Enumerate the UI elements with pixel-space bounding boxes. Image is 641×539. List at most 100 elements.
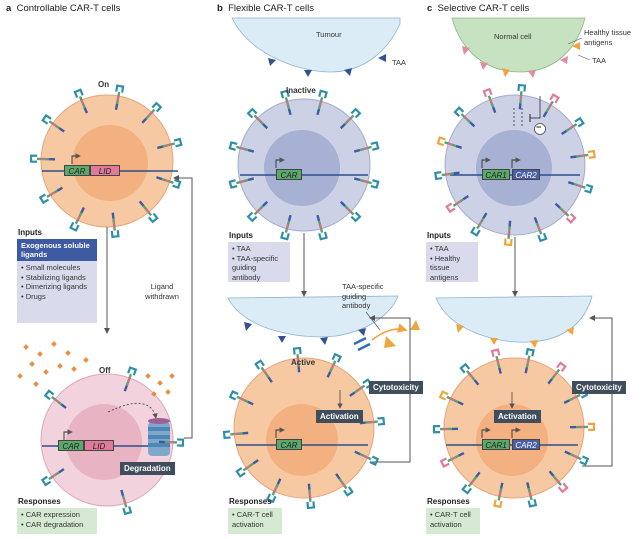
gene-car-b2: CAR	[276, 439, 302, 450]
car-receptor-icon	[73, 88, 89, 114]
panel-b-title: b Flexible CAR-T cells	[217, 3, 314, 14]
car-receptor-icon	[222, 430, 249, 440]
on-nucleus	[72, 125, 148, 201]
car-receptor-icon	[110, 212, 120, 239]
tumour-shape	[231, 17, 401, 73]
gene-car2-c2: CAR2	[512, 439, 540, 450]
inhibition-symbol: −	[536, 122, 542, 132]
input-item-c: TAA	[430, 244, 474, 254]
responses-header-a: Responses	[18, 497, 61, 506]
pointer-taa-c	[577, 54, 591, 61]
car-receptor-icon	[354, 450, 380, 466]
promoter-arrow-b2	[275, 427, 285, 438]
car-receptor-icon	[43, 389, 67, 409]
response-item-a: CAR degradation	[21, 520, 93, 530]
inactive-nucleus	[264, 130, 340, 206]
inputs-header-c: Inputs	[427, 231, 451, 240]
pointer-healthy	[567, 37, 583, 45]
inputs-box-c: TAA Healthy tissue antigens	[426, 242, 478, 282]
degradation-label: Degradation	[120, 462, 175, 475]
panel-c-title: c Selective CAR-T cells	[427, 3, 530, 14]
car-receptor-icon	[359, 416, 386, 426]
car-receptor-icon	[564, 450, 590, 466]
ligand-withdrawn-label: Ligand withdrawn	[145, 282, 179, 301]
car-receptor-icon	[439, 451, 465, 468]
state-inactive-label: Inactive	[286, 86, 316, 95]
car-receptor-icon	[156, 176, 182, 189]
responses-header-b: Responses	[229, 497, 272, 506]
input-item-c: Healthy tissue antigens	[430, 254, 474, 283]
car-receptor-icon	[114, 84, 125, 110]
gene-car2-c: CAR2	[512, 169, 540, 180]
car-receptor-icon	[335, 473, 354, 497]
input-item-a: Stabilizing ligands	[21, 273, 93, 283]
input-item-b: TAA	[232, 244, 286, 254]
orange-tag-2	[410, 320, 420, 330]
car-receptor-icon	[246, 107, 269, 130]
car-receptor-icon	[459, 362, 480, 386]
car-receptor-icon	[353, 141, 380, 153]
car-receptor-icon	[138, 200, 159, 224]
car-receptor-icon	[548, 470, 569, 494]
car-receptor-icon	[235, 459, 259, 478]
car-receptors	[29, 83, 596, 516]
car-receptor-icon	[292, 346, 302, 373]
selective-nucleus-top	[476, 130, 552, 206]
inputs-box-a: Exogenous soluble ligands Small molecule…	[17, 239, 97, 323]
gene-lid-a-off: LID	[84, 440, 114, 451]
gene-lid-a: LID	[90, 165, 120, 176]
car-receptor-icon	[141, 101, 163, 124]
car-receptor-icon	[158, 438, 185, 447]
promoter-arrow-c4	[511, 427, 521, 438]
panel-a-title: a Controllable CAR-T cells	[6, 3, 121, 14]
car-receptor-icon	[254, 359, 273, 383]
gene-car1-c2: CAR1	[482, 439, 510, 450]
tumour-shape-c	[435, 295, 593, 343]
taa-antigens-top	[268, 54, 386, 77]
state-off-label: Off	[99, 366, 111, 375]
promoter-arrow-off	[63, 429, 73, 440]
taa-label-b: TAA	[392, 58, 407, 67]
activation-label-c: Activation	[494, 410, 541, 423]
inputs-header-b: Inputs	[229, 231, 253, 240]
promoter-arrow-c3	[481, 427, 491, 438]
car-receptor-icon	[120, 489, 133, 516]
car-receptor-icon	[438, 390, 464, 406]
taa-label-c: TAA	[592, 56, 607, 65]
promoter-arrow-b	[275, 157, 285, 168]
response-item-c: CAR-T cell activation	[430, 510, 476, 529]
car-receptor-icon	[280, 214, 292, 241]
normal-cell-label: Normal cell	[494, 32, 532, 41]
car-receptor-icon	[567, 181, 594, 194]
input-item-a: Drugs	[21, 292, 93, 302]
response-item-b: CAR-T cell activation	[232, 510, 278, 529]
tumour-label: Tumour	[316, 30, 342, 39]
car-receptor-icon	[554, 202, 577, 224]
car-receptor-icon	[353, 177, 380, 189]
responses-header-c: Responses	[427, 497, 470, 506]
car-receptor-icon	[228, 390, 254, 406]
guiding-antibody-label: TAA-specific guiding antibody	[342, 282, 384, 310]
normal-cell-shape	[451, 17, 586, 73]
promoter-arrow	[71, 153, 81, 164]
car-receptor-icon	[339, 107, 362, 130]
car-receptor-icon	[542, 93, 560, 118]
input-item-a: Dimerizing ligands	[21, 282, 93, 292]
car-receptor-icon	[503, 220, 513, 247]
cytotoxicity-label-b: Cytotoxicity	[369, 381, 423, 394]
healthy-antigens-top	[462, 46, 568, 78]
car-receptor-icon	[69, 207, 85, 232]
promoter-arrow-c1	[481, 157, 491, 168]
car-receptor-icon	[123, 366, 138, 392]
taa-antigens-c	[502, 42, 580, 77]
gene-car-a: CAR	[64, 165, 90, 176]
car-receptor-icon	[453, 106, 476, 128]
car-receptor-icon	[38, 186, 64, 205]
car-receptor-icon	[493, 482, 504, 509]
state-active-label: Active	[291, 358, 316, 367]
car-receptor-icon	[547, 361, 567, 385]
car-receptor-icon	[432, 425, 459, 434]
guiding-antibody-icon	[353, 336, 371, 352]
healthy-antigens-label: Healthy tissue antigens	[584, 28, 632, 47]
